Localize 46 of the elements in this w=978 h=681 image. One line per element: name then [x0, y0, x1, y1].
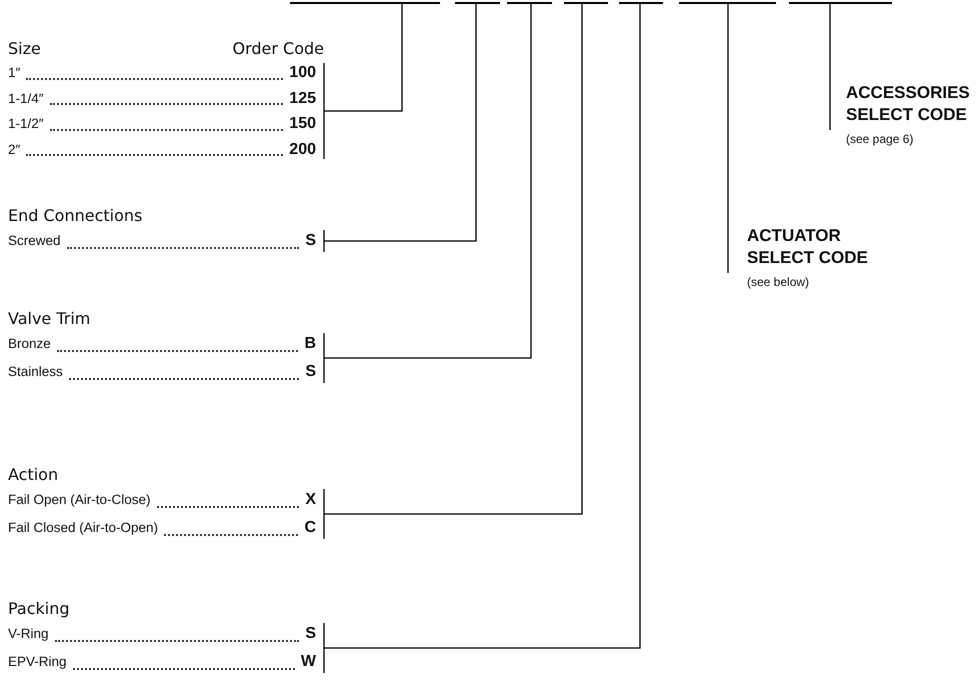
connector-line	[829, 4, 831, 130]
connector-line	[324, 4, 403, 112]
group-heading: Packing	[8, 598, 70, 620]
order-code: S	[305, 624, 316, 644]
callout-note: (see page 6)	[846, 132, 914, 146]
connector-line	[324, 4, 477, 242]
option-label: V-Ring	[8, 625, 49, 643]
connector-line	[324, 4, 583, 515]
order-code: X	[305, 490, 316, 510]
callout-heading: ACTUATOR SELECT CODE	[747, 225, 869, 269]
code-slot-line	[455, 2, 500, 4]
connector-line	[324, 4, 532, 359]
option-label: 1″	[8, 64, 20, 82]
option-label: Bronze	[8, 335, 51, 353]
order-code: C	[304, 518, 316, 538]
order-code: 100	[289, 63, 316, 83]
option-label: 1-1/4″	[8, 90, 44, 108]
connector-line	[324, 4, 641, 649]
option-label: 2″	[8, 140, 20, 158]
connector-line	[727, 4, 729, 273]
code-slot-line	[789, 2, 892, 4]
code-slot-line	[507, 2, 552, 4]
order-code: S	[305, 231, 316, 251]
option-label: Fail Open (Air-to-Close)	[8, 491, 151, 509]
order-code: 150	[289, 114, 316, 134]
order-code: W	[300, 652, 316, 672]
order-code: 125	[289, 88, 316, 108]
code-slot-line	[679, 2, 776, 4]
callout-heading: ACCESSORIES SELECT CODE	[846, 82, 971, 126]
group-heading: Valve Trim	[8, 308, 90, 330]
column-heading: Order Code	[232, 38, 324, 60]
option-label: Fail Closed (Air-to-Open)	[8, 519, 158, 537]
option-label: 1-1/2″	[8, 115, 44, 133]
code-slot-line	[290, 2, 440, 4]
order-code: B	[304, 334, 316, 354]
group-heading: Size	[8, 38, 41, 60]
group-heading: Action	[8, 464, 58, 486]
order-code: 200	[289, 140, 316, 160]
group-heading: End Connections	[8, 205, 142, 227]
option-label: EPV-Ring	[8, 653, 67, 671]
option-label: Screwed	[8, 232, 61, 250]
order-code: S	[305, 362, 316, 382]
option-label: Stainless	[8, 363, 63, 381]
callout-note: (see below)	[747, 275, 810, 289]
code-slot-line	[619, 2, 663, 4]
code-slot-line	[564, 2, 608, 4]
